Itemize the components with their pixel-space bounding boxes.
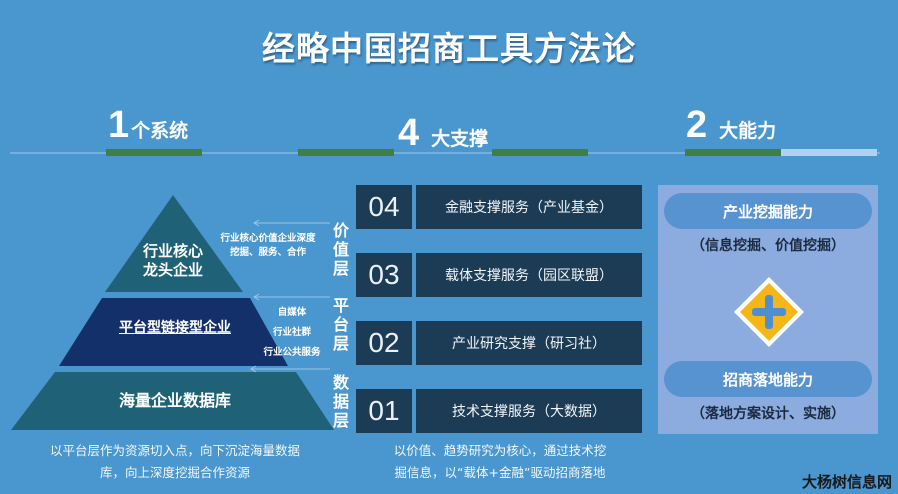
support-number: 01 <box>356 389 412 433</box>
caption-line: 掘信息，以“载体+金融”驱动招商落地 <box>394 465 606 480</box>
section-head-capability: 2 大能力 <box>686 106 776 144</box>
pyramid-graphic <box>11 195 334 430</box>
caption-line: 库，向上深度挖掘合作资源 <box>99 465 250 480</box>
capability-landing-sub: （落地方案设计、实施） <box>691 406 845 422</box>
divider-line <box>10 152 880 154</box>
section-number: 2 <box>686 104 708 146</box>
accent-bar <box>492 149 588 156</box>
section-label: 大支撑 <box>431 128 489 150</box>
accent-bar-light <box>781 149 877 156</box>
pyramid-bottom-label: 海量企业数据库 <box>118 391 231 410</box>
caption-line: 以价值、趋势研究为核心，通过技术挖 <box>393 443 607 458</box>
pyramid-caption: 以平台层作为资源切入点，向下沉淀海量数据 库，向上深度挖掘合作资源 <box>0 440 350 484</box>
support-row-research: 产业研究支撑（研习社） <box>416 321 642 365</box>
support-row-carrier: 载体支撑服务（园区联盟） <box>416 253 642 297</box>
section-number: 1 <box>108 104 130 146</box>
support-number: 04 <box>356 185 412 229</box>
accent-bar <box>106 149 202 156</box>
note-line: 挖掘、服务、合作 <box>229 246 306 258</box>
note-item: 行业公共服务 <box>263 347 321 358</box>
pyramid-top-line1: 行业核心 <box>142 242 203 260</box>
section-number: 4 <box>398 112 420 154</box>
support-number: 02 <box>356 321 412 365</box>
support-row-tech: 技术支撑服务（大数据） <box>416 389 642 433</box>
section-head-system: 1 个系统 <box>108 106 188 144</box>
pyramid-middle-label: 平台型链接型企业 <box>119 320 231 336</box>
layer-label-data: 数据层 <box>332 373 349 430</box>
value-layer-note: 行业核心价值企业深度 挖掘、服务、合作 <box>208 232 328 260</box>
layer-label-value: 价值层 <box>332 221 349 278</box>
note-item: 行业社群 <box>272 327 311 338</box>
support-number: 03 <box>356 253 412 297</box>
platform-layer-notes: 自媒体 行业社群 行业公共服务 <box>252 303 332 363</box>
capability-landing-pill: 招商落地能力 <box>664 361 872 397</box>
note-item: 自媒体 <box>277 307 307 318</box>
pyramid-top-label: 行业核心 龙头企业 <box>123 242 223 280</box>
caption-line: 以平台层作为资源切入点，向下沉淀海量数据 <box>49 443 300 458</box>
note-line: 行业核心价值企业深度 <box>220 233 316 244</box>
page-title: 经略中国招商工具方法论 <box>262 29 636 68</box>
layer-label-platform: 平台层 <box>332 296 349 353</box>
accent-bar <box>685 149 781 156</box>
section-label: 大能力 <box>719 120 777 142</box>
capability-mining-pill: 产业挖掘能力 <box>664 193 872 229</box>
capability-mining-sub: （信息挖掘、价值挖掘） <box>691 238 845 254</box>
support-row-finance: 金融支撑服务（产业基金） <box>416 185 642 229</box>
watermark: 大杨树信息网 <box>801 473 892 491</box>
plus-diamond-icon <box>734 277 804 347</box>
section-label: 个系统 <box>131 120 189 142</box>
section-head-support: 4 大支撑 <box>398 114 488 152</box>
supports-caption: 以价值、趋势研究为核心，通过技术挖 掘信息，以“载体+金融”驱动招商落地 <box>350 440 650 484</box>
accent-bar <box>298 149 394 156</box>
pyramid-top-line2: 龙头企业 <box>142 260 203 279</box>
